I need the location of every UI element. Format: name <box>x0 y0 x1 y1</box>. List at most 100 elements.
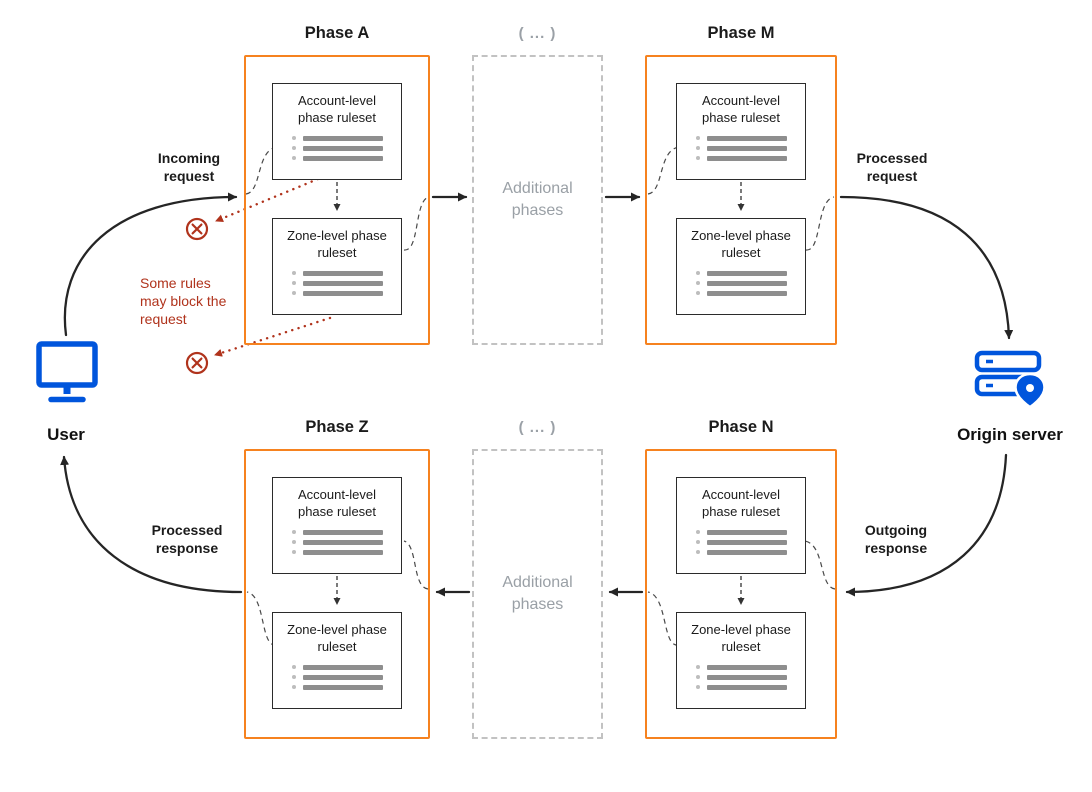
ruleset-lines <box>291 135 383 161</box>
phase-a-box <box>244 55 430 345</box>
user-to-phase-a-arrow <box>63 192 238 337</box>
phase-n-zone-ruleset: Zone-level phase ruleset <box>676 612 806 709</box>
phase-a-zone-ruleset: Zone-level phase ruleset <box>272 218 402 315</box>
rule-line <box>695 549 787 555</box>
ruleset-lines <box>291 270 383 296</box>
rule-bullet-icon <box>695 156 700 161</box>
rule-bar <box>706 145 787 151</box>
phase-m-account-ruleset: Account-level phase ruleset <box>676 83 806 180</box>
rule-bar <box>302 674 383 680</box>
rule-bullet-icon <box>291 271 296 276</box>
blocked-request-arrow-1 <box>214 172 332 223</box>
origin-server-label: Origin server <box>957 425 1063 444</box>
rule-bar <box>302 664 383 670</box>
rule-bullet-icon <box>291 156 296 161</box>
additional-phases-box-bottom: Additional phases <box>472 449 603 739</box>
ruleset-lines <box>695 529 787 555</box>
rule-line <box>291 155 383 161</box>
rule-line <box>695 684 787 690</box>
block-note-label: Some rules may block the request <box>140 275 227 328</box>
rule-line <box>291 539 383 545</box>
connector-squiggle-phase-z-out <box>246 591 277 646</box>
phase-m-to-origin-arrow <box>839 195 1014 340</box>
rule-bullet-icon <box>695 550 700 555</box>
rule-bullet-icon <box>695 665 700 670</box>
rule-line <box>291 684 383 690</box>
connector-squiggle-phase-a-in <box>245 146 278 195</box>
rule-line <box>291 664 383 670</box>
phase-z-account-ruleset: Account-level phase ruleset <box>272 477 402 574</box>
origin-server-icon <box>974 350 1046 409</box>
rule-line <box>695 674 787 680</box>
rule-bullet-icon <box>291 675 296 680</box>
additional-phases-label: Additional phases <box>502 574 573 613</box>
connector-squiggle-phase-n-in <box>804 540 836 590</box>
rule-line <box>695 145 787 151</box>
rule-line <box>291 529 383 535</box>
rule-line <box>291 145 383 151</box>
rule-bullet-icon <box>695 146 700 151</box>
rule-bar <box>706 684 787 690</box>
rule-bar <box>706 664 787 670</box>
user-monitor-icon <box>36 341 98 403</box>
phase-m-box <box>645 55 837 345</box>
rule-bullet-icon <box>291 136 296 141</box>
rule-line <box>291 549 383 555</box>
rule-bar <box>302 549 383 555</box>
phase-a-title: Phase A <box>304 24 370 42</box>
rule-bar <box>302 135 383 141</box>
ruleset-lines <box>695 664 787 690</box>
block-x-circle-icon-1 <box>185 217 209 241</box>
rule-bullet-icon <box>695 685 700 690</box>
ruleset-title: Account-level phase ruleset <box>297 487 377 519</box>
rule-line <box>291 280 383 286</box>
connector-squiggle-phase-n-out <box>647 591 679 646</box>
rule-bullet-icon <box>695 136 700 141</box>
rule-line <box>291 270 383 276</box>
ruleset-title: Account-level phase ruleset <box>701 93 781 125</box>
ruleset-title: Zone-level phase ruleset <box>287 622 387 654</box>
block-x-circle-icon-2 <box>185 351 209 375</box>
rule-bar <box>706 549 787 555</box>
rule-bullet-icon <box>695 271 700 276</box>
connector-squiggle-phase-m-in <box>647 146 680 195</box>
rule-bullet-icon <box>291 540 296 545</box>
rule-bullet-icon <box>695 281 700 286</box>
rule-line <box>695 529 787 535</box>
rule-bullet-icon <box>291 281 296 286</box>
phase-a-account-ruleset: Account-level phase ruleset <box>272 83 402 180</box>
additional-phases-box-top: Additional phases <box>472 55 603 345</box>
incoming-request-label: Incoming request <box>157 150 221 185</box>
phase-n-title: Phase N <box>708 418 774 436</box>
ruleset-title: Zone-level phase ruleset <box>691 228 791 260</box>
ruleset-lines <box>291 664 383 690</box>
rule-bullet-icon <box>291 530 296 535</box>
rule-bar <box>302 145 383 151</box>
rule-line <box>291 135 383 141</box>
phase-z-title: Phase Z <box>305 418 369 436</box>
rule-bar <box>302 684 383 690</box>
rule-line <box>695 539 787 545</box>
rule-bar <box>706 674 787 680</box>
rule-line <box>291 290 383 296</box>
rule-line <box>291 674 383 680</box>
ruleset-lines <box>291 529 383 555</box>
rule-bar <box>706 270 787 276</box>
rule-bullet-icon <box>695 291 700 296</box>
additional-phases-label: Additional phases <box>502 180 573 219</box>
outgoing-response-label: Outgoing response <box>864 522 928 557</box>
rule-line <box>695 155 787 161</box>
phase-z-box <box>244 449 430 739</box>
phase-z-to-user-arrow <box>60 455 243 594</box>
rule-line <box>695 280 787 286</box>
processed-response-label: Processed response <box>151 522 223 557</box>
ruleset-title: Zone-level phase ruleset <box>287 228 387 260</box>
rule-bar <box>302 155 383 161</box>
origin-to-phase-n-arrow <box>845 453 1008 597</box>
connector-squiggle-phase-z-in <box>403 540 429 590</box>
rule-bullet-icon <box>291 685 296 690</box>
rule-bullet-icon <box>695 530 700 535</box>
processed-request-label: Processed request <box>856 150 928 185</box>
